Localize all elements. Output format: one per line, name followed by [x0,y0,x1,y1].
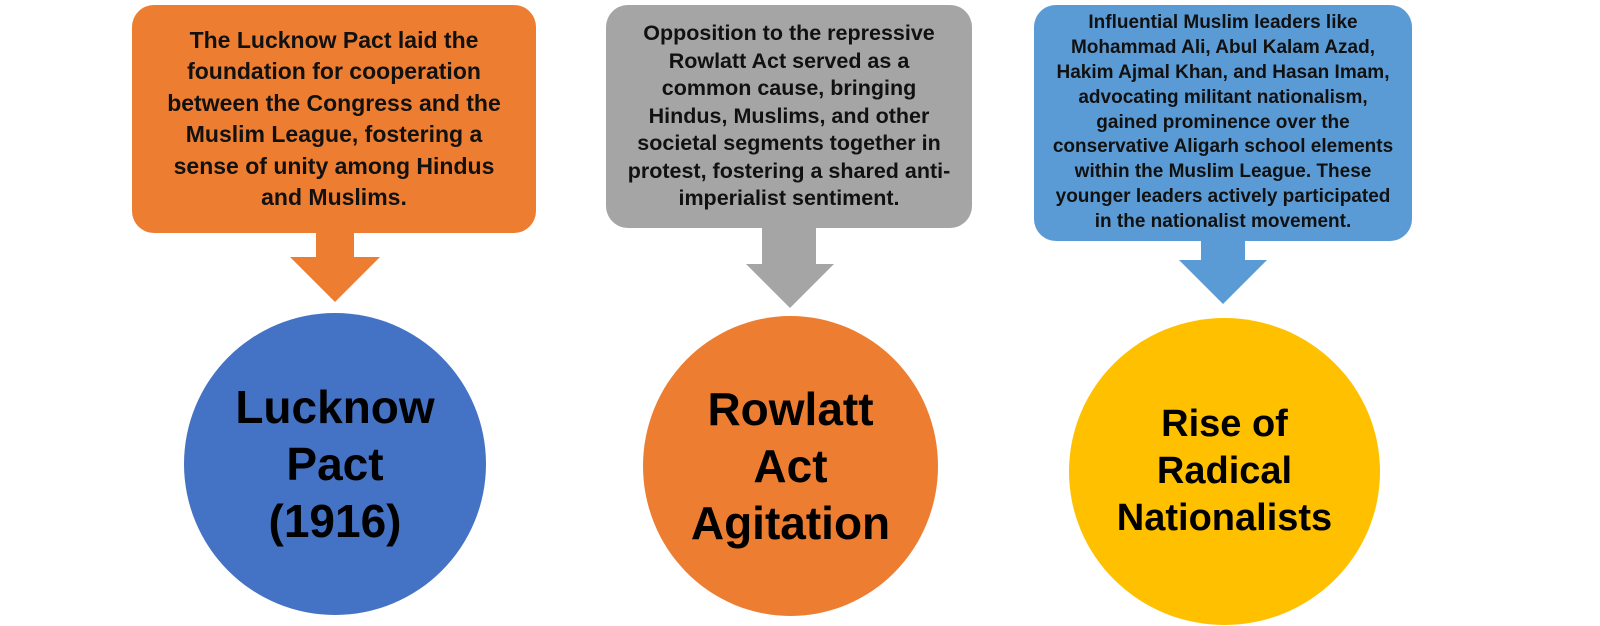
box-line: Muslim League, fostering a [185,121,483,147]
down-arrow-icon [746,228,834,308]
arrow-shape [290,233,380,302]
box-line: Hindus, Muslims, and other [648,103,930,128]
box-line: societal segments together in [637,131,941,156]
box-line: younger leaders actively participated [1055,185,1391,207]
circle-label-line: Nationalists [1116,497,1333,539]
circle-label-line: Agitation [690,496,891,549]
box-line: conservative Aligarh school elements [1052,136,1394,158]
box-line: gained prominence over the [1096,111,1350,133]
box-line: The Lucknow Pact laid the [189,26,479,53]
box-line: in the nationalist movement. [1094,210,1352,232]
circle-label-line: Rise of [1161,403,1288,445]
box-line: Hakim Ajmal Khan, and Hasan Imam, [1056,62,1390,83]
radical-nationalists-description-box: Influential Muslim leaders like Mohammad… [1034,5,1412,241]
circle-label-line: Rowlatt [707,382,874,435]
box-line: advocating militant nationalism, [1078,86,1368,108]
box-line: common cause, bringing [661,76,917,101]
box-line: imperialist sentiment. [678,186,900,211]
box-line: Rowlatt Act served as a [668,48,910,73]
box-line: Mohammad Ali, Abul Kalam Azad, [1070,37,1376,59]
lucknow-pact-circle: Lucknow Pact (1916) [184,313,486,615]
box-line: between the Congress and the [167,89,501,116]
radical-nationalists-circle: Rise of Radical Nationalists [1069,318,1380,625]
rowlatt-act-description-box: Opposition to the repressive Rowlatt Act… [606,5,972,228]
box-line: within the Muslim League. These [1074,161,1372,183]
box-line: foundation for cooperation [187,58,481,84]
box-line: protest, fostering a shared anti- [627,158,951,183]
circle-label-line: Lucknow [235,380,435,433]
circle-label-line: Radical [1156,450,1293,492]
lucknow-pact-description-box: The Lucknow Pact laid the foundation for… [132,5,536,233]
circle-label-line: (1916) [268,494,402,547]
arrow-shape [746,228,834,308]
down-arrow-icon [290,233,380,302]
down-arrow-icon [1179,241,1267,304]
box-line: Opposition to the repressive [643,20,935,45]
circle-label-line: Pact [286,437,384,490]
arrow-shape [1179,241,1267,304]
circle-label-line: Act [753,439,828,492]
box-line: and Muslims. [261,184,407,210]
box-line: sense of unity among Hindus [173,152,495,179]
rowlatt-act-circle: Rowlatt Act Agitation [643,316,938,616]
box-line: Influential Muslim leaders like [1088,12,1358,34]
